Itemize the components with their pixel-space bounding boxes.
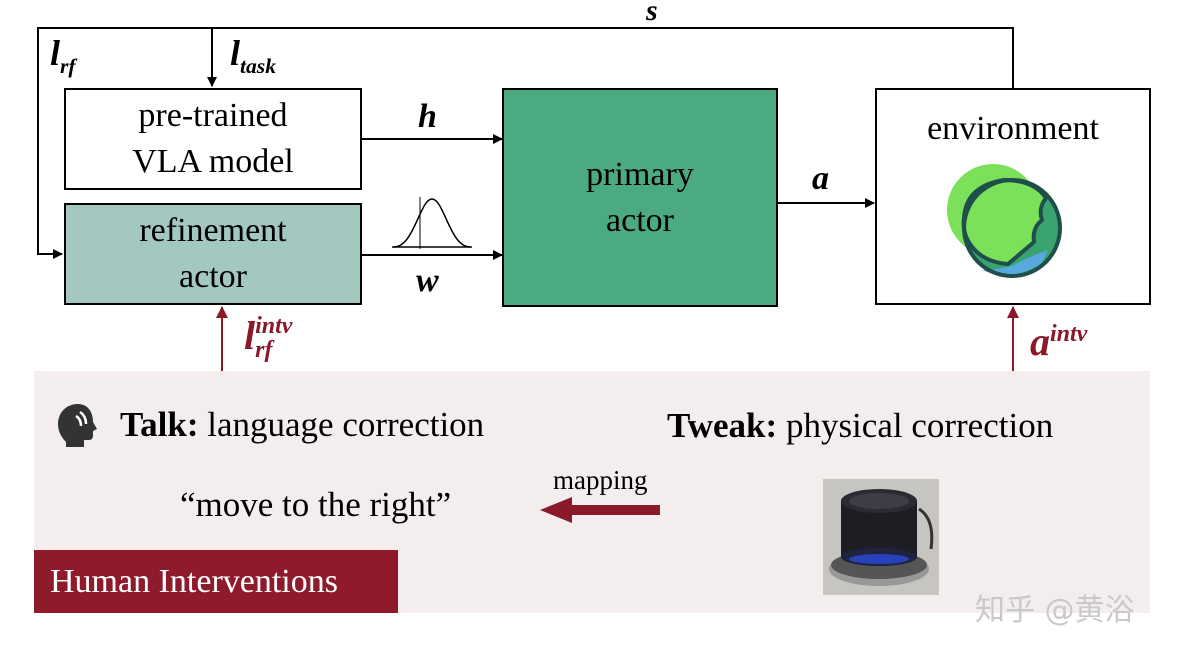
- mapping-label: mapping: [553, 465, 648, 495]
- label-w: w: [416, 262, 439, 299]
- a-intv-base: a: [1030, 319, 1050, 364]
- banner-text: Human Interventions: [50, 562, 338, 600]
- globe-icon: [947, 164, 1062, 278]
- speaking-head-icon: [58, 404, 97, 447]
- refinement-line2: actor: [179, 258, 247, 295]
- l-task-base: l: [230, 33, 241, 73]
- quote-text: “move to the right”: [180, 485, 452, 524]
- label-l-rf: lrf: [50, 32, 76, 77]
- refinement-actor-box: refinement actor: [64, 203, 362, 305]
- a-intv-sup: intv: [1050, 321, 1088, 347]
- label-a-intv: aintv: [1030, 318, 1087, 365]
- primary-actor-box: primary actor: [502, 88, 778, 307]
- talk-bold: Talk:: [120, 405, 199, 444]
- primary-line1: primary: [586, 155, 694, 193]
- l-rf-base: l: [50, 33, 61, 73]
- tweak-line: Tweak: physical correction: [667, 406, 1053, 446]
- vla-line1: pre-trained: [138, 97, 288, 134]
- tweak-text: physical correction: [777, 406, 1054, 445]
- refinement-line1: refinement: [139, 212, 287, 249]
- human-interventions-banner: Human Interventions: [34, 550, 398, 613]
- talk-line: Talk: language correction: [120, 405, 484, 445]
- tweak-bold: Tweak:: [667, 406, 778, 445]
- mapping-arrow: [540, 497, 660, 523]
- label-s: s: [646, 0, 658, 27]
- l-rf-intv-base: l: [244, 313, 256, 358]
- gaussian-curve-icon: [392, 197, 472, 249]
- state-feedback-line: [37, 27, 1014, 259]
- talk-text: language correction: [198, 405, 485, 444]
- label-h: h: [418, 98, 437, 135]
- l-rf-intv-sup: intv: [255, 313, 293, 339]
- environment-label: environment: [927, 110, 1099, 147]
- label-a: a: [812, 160, 829, 197]
- l-rf-sub: rf: [60, 54, 76, 79]
- l-task-sub: task: [240, 54, 277, 79]
- vla-line2: VLA model: [132, 143, 294, 180]
- spacemouse-photo: [823, 479, 939, 595]
- primary-line2: actor: [606, 201, 674, 239]
- vla-model-box: pre-trained VLA model: [64, 88, 362, 190]
- l-rf-intv-sub: rf: [255, 337, 273, 363]
- label-l-task: ltask: [230, 32, 276, 77]
- watermark: 知乎 @黄浴: [975, 593, 1135, 628]
